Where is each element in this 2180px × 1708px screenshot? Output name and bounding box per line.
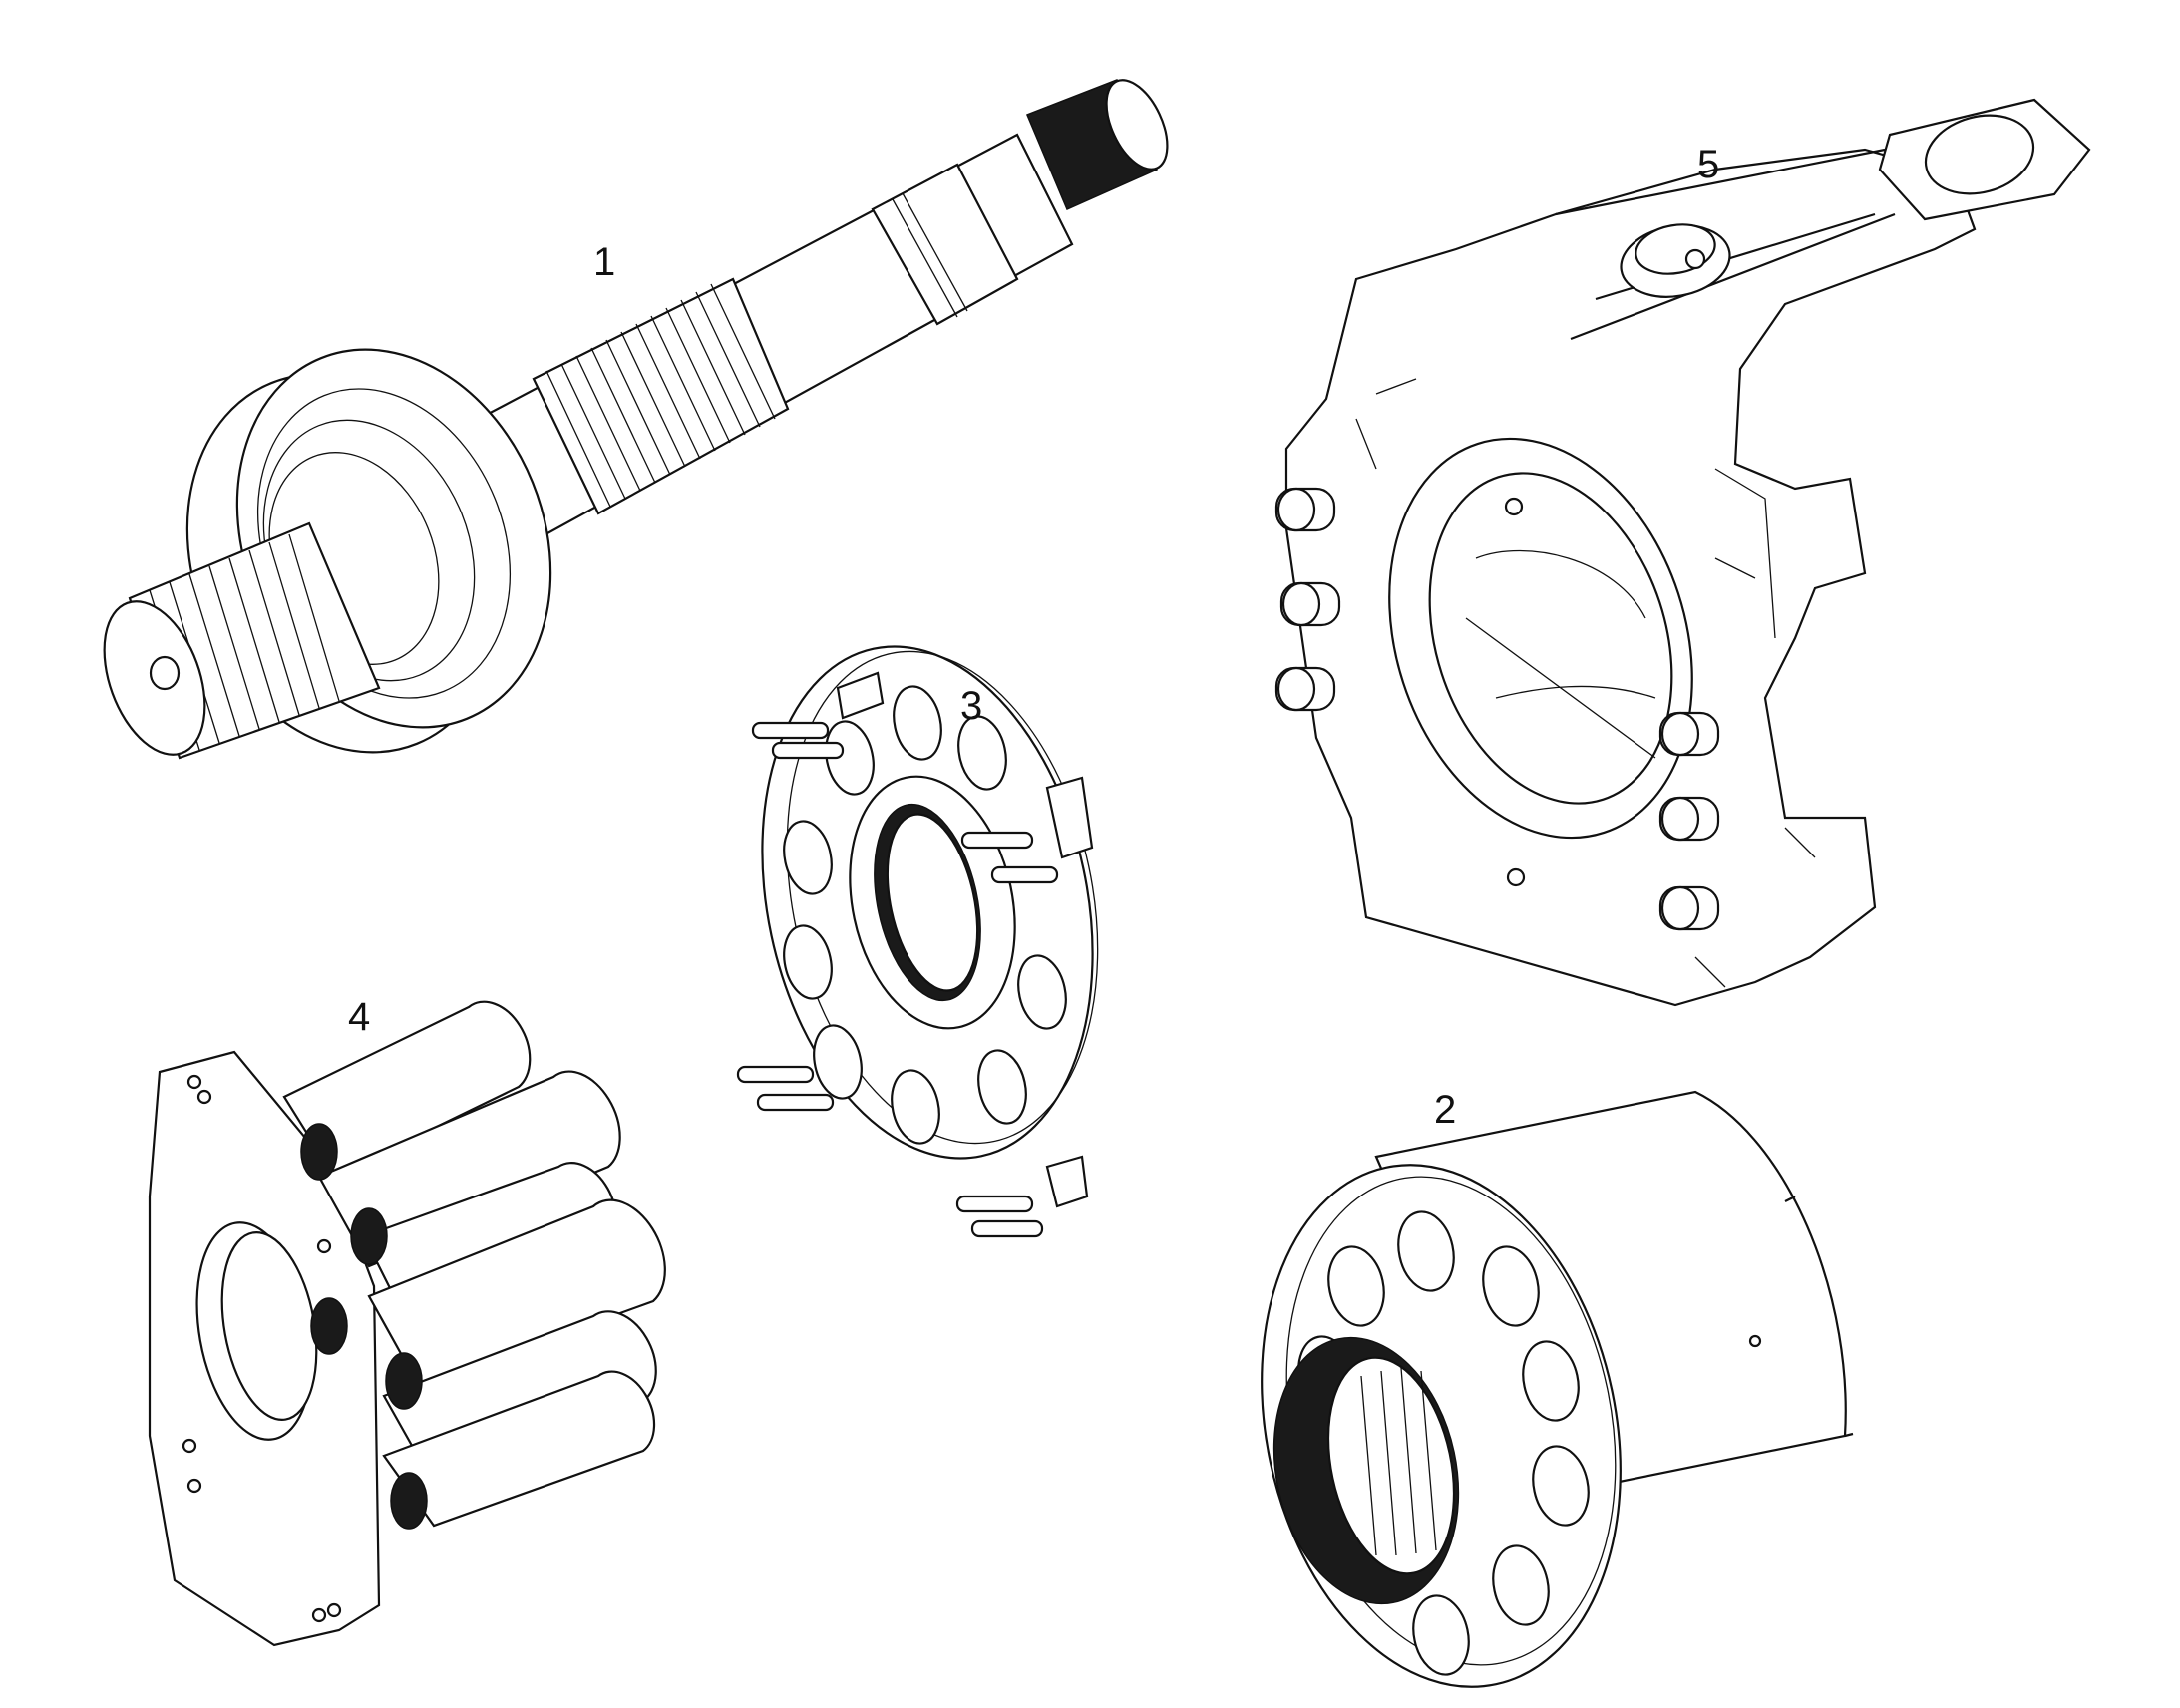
callout-5: 5	[1697, 143, 1720, 186]
mid-spline	[532, 277, 790, 515]
piston-slippers	[300, 1123, 428, 1530]
retainer-holes	[783, 685, 1067, 1145]
retainer-pins	[736, 671, 1094, 1238]
housing-studs-right	[1658, 711, 1720, 931]
part-3-retainer-plate	[736, 645, 1099, 1238]
callout-4: 4	[348, 995, 371, 1039]
housing-studs-left	[1274, 487, 1341, 712]
callout-3: 3	[960, 684, 983, 728]
part-1-spline-shaft	[103, 79, 1169, 760]
callout-2: 2	[1434, 1088, 1457, 1132]
part-5-swashplate-housing	[1274, 98, 2091, 1007]
pistons	[282, 1000, 666, 1528]
callout-1: 1	[593, 240, 616, 284]
part-2-cylinder-block	[1261, 1090, 1854, 1688]
part-4-piston-assembly	[148, 1000, 666, 1647]
